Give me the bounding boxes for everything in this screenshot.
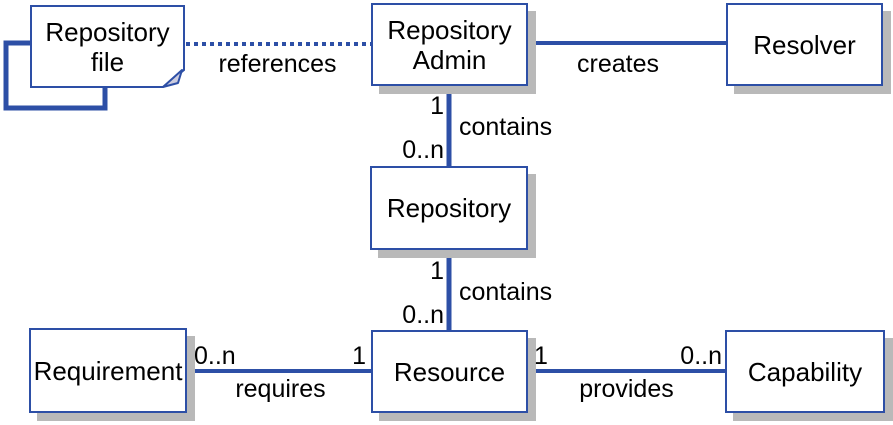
node-resource: Resource: [371, 330, 528, 413]
node-repository-file: Repository file: [31, 6, 184, 87]
edge-provides-mult-to: 0..n: [680, 342, 722, 370]
edge-repository-file-self-loop: [3, 40, 108, 111]
edge-contains-admin-mult-to: 0..n: [402, 136, 444, 164]
node-repository: Repository: [370, 166, 528, 250]
edge-creates-label: creates: [577, 50, 659, 78]
note-fold-corner: [162, 69, 183, 88]
edge-provides-label: provides: [579, 375, 674, 403]
edge-contains-admin-label: contains: [459, 113, 553, 141]
edge-requires-label: requires: [235, 375, 326, 403]
node-requirement: Requirement: [29, 328, 187, 413]
node-capability-label: Capability: [747, 356, 863, 387]
edge-requires-mult-to: 1: [352, 342, 366, 370]
edge-contains-admin-mult-from: 1: [430, 92, 444, 120]
edge-provides-mult-from: 1: [534, 342, 548, 370]
node-repository-label: Repository: [386, 193, 512, 223]
node-resource-label: Resource: [393, 356, 506, 387]
edge-contains-repo-label: contains: [459, 278, 553, 306]
node-resolver-label: Resolver: [753, 29, 856, 60]
node-resolver: Resolver: [726, 3, 883, 86]
edge-requires-mult-from: 0..n: [194, 342, 236, 370]
node-requirement-label: Requirement: [33, 355, 183, 386]
edge-contains-repo-mult-from: 1: [430, 257, 444, 285]
node-repository-file-label: Repository file: [45, 16, 170, 77]
edge-references-label: references: [218, 50, 337, 78]
node-capability: Capability: [725, 330, 885, 413]
node-repository-admin: Repository Admin: [371, 3, 528, 86]
node-repository-admin-label: Repository Admin: [387, 14, 512, 75]
edge-contains-repo-mult-to: 0..n: [402, 301, 444, 329]
